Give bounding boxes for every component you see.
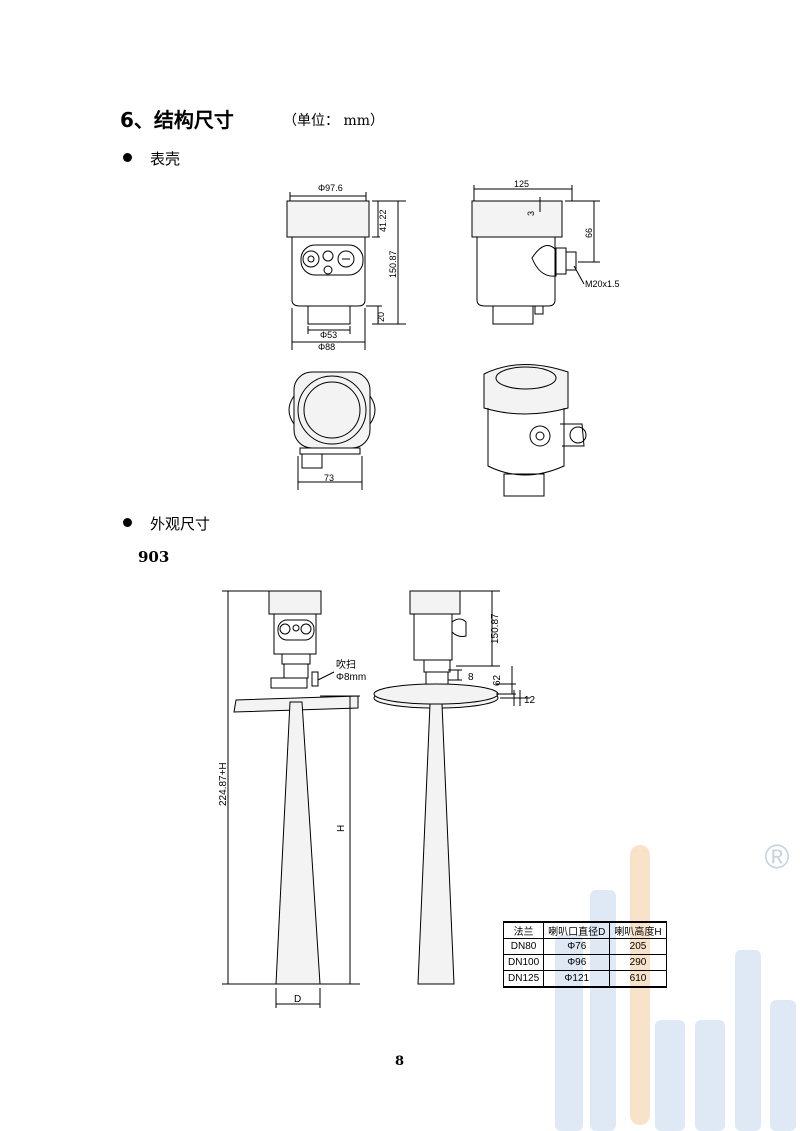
dim-8: 8 — [468, 672, 474, 683]
dim-horn-height: H — [336, 825, 347, 832]
table-cell: 205 — [609, 938, 667, 955]
dim-41: 41.22 — [378, 209, 388, 232]
dim-12: 12 — [524, 695, 536, 706]
thread-label: M20x1.5 — [585, 279, 620, 289]
table-row: DN125 Φ121 610 — [502, 970, 667, 988]
dim-20: 20 — [376, 312, 386, 322]
table-cell: DN100 — [502, 954, 545, 971]
housing-heading: 表壳 — [150, 150, 181, 168]
bullet-housing — [123, 153, 132, 162]
unit-label: （单位： mm） — [283, 113, 385, 129]
model-label: 903 — [138, 548, 170, 566]
dim-66: 66 — [584, 228, 594, 238]
purge-label: 吹扫 — [336, 658, 356, 671]
bullet-appearance — [123, 518, 132, 527]
table-cell: 610 — [609, 970, 667, 988]
dim-3: 3 — [526, 211, 536, 216]
table-cell: 290 — [609, 954, 667, 971]
table-row: DN100 Φ96 290 — [502, 954, 667, 971]
table-cell: Φ96 — [543, 954, 611, 971]
purge-size: Φ8mm — [336, 672, 366, 683]
housing-iso-view — [483, 364, 587, 497]
dim-top-dia: Φ97.6 — [318, 183, 343, 193]
section-title: 6、结构尺寸 — [120, 108, 234, 132]
dim-total-height: 224.87+H — [218, 762, 229, 806]
appearance-front-view — [222, 590, 360, 1008]
spec-table: 法兰 喇叭口直径D 喇叭高度H DN80 Φ76 205 DN100 Φ96 2… — [502, 921, 667, 988]
table-row: DN80 Φ76 205 — [502, 938, 667, 955]
dim-neck-dia: Φ53 — [320, 330, 337, 340]
housing-side-view — [471, 185, 600, 325]
table-cell: Φ121 — [543, 970, 611, 988]
table-cell: DN80 — [502, 938, 545, 955]
dim-base-dia: Φ88 — [318, 342, 335, 352]
dim-62: 62 — [492, 674, 503, 686]
dim-horn-dia: D — [294, 994, 301, 1005]
dim-side-width: 125 — [514, 179, 529, 189]
header-horn-dia: 喇叭口直径D — [543, 921, 611, 939]
table-cell: DN125 — [502, 970, 545, 988]
appearance-heading: 外观尺寸 — [150, 515, 211, 533]
appearance-side-view — [373, 590, 530, 985]
header-flange: 法兰 — [502, 921, 545, 939]
dim-150-front: 150.87 — [388, 250, 398, 278]
header-horn-height: 喇叭高度H — [609, 921, 667, 939]
table-header-row: 法兰 喇叭口直径D 喇叭高度H — [502, 921, 667, 939]
dim-head-height: 150.87 — [490, 613, 501, 644]
housing-top-view — [288, 371, 376, 490]
registered-mark: ® — [764, 838, 789, 876]
housing-front-view — [286, 192, 406, 350]
table-cell: Φ76 — [543, 938, 611, 955]
page-number: 8 — [395, 1054, 405, 1069]
appearance-drawings: 吹扫 Φ8mm 224.87+H H D 150.87 8 62 12 — [218, 590, 536, 1008]
dim-top-width: 73 — [324, 473, 334, 483]
housing-drawings: Φ97.6 41.22 150.87 20 Φ53 Φ88 125 3 66 M… — [286, 179, 620, 497]
